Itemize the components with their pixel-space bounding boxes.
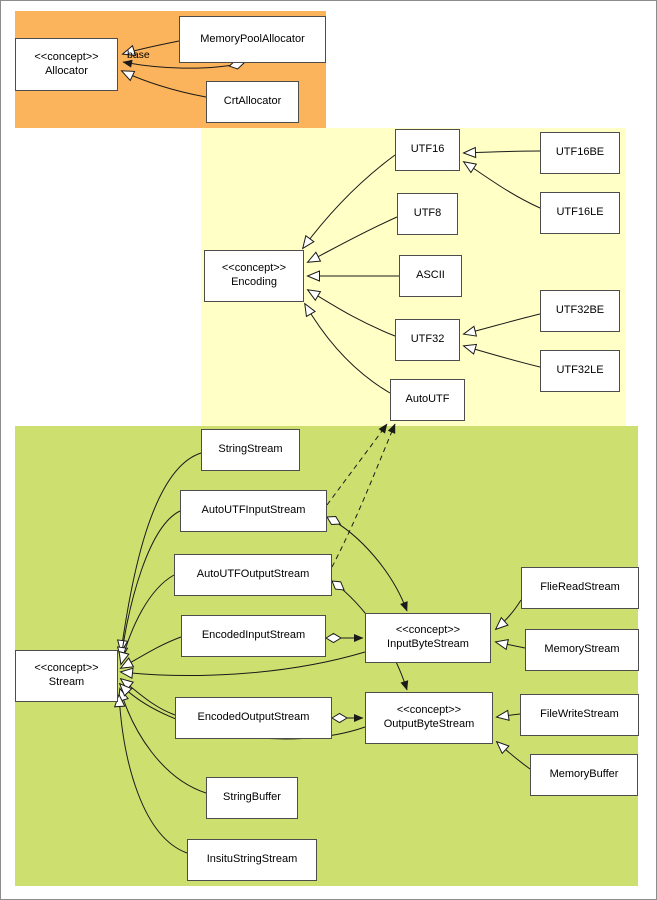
node-label: UTF16BE (555, 146, 605, 159)
node-label: UTF32 (410, 333, 445, 346)
node-fliereadstream: FlieReadStream (521, 567, 639, 609)
node-label: Encoding (231, 276, 277, 288)
node-inputbytestream: <<concept>> InputByteStream (365, 613, 491, 663)
node-utf8: UTF8 (397, 193, 458, 235)
node-label: StringBuffer (223, 791, 281, 804)
node-crtallocator: CrtAllocator (206, 81, 299, 123)
node-autoutfinputstream: AutoUTFInputStream (180, 490, 327, 532)
node-label: AutoUTFOutputStream (196, 568, 310, 581)
stereotype-label: <<concept>> (395, 624, 461, 637)
node-label: UTF16LE (556, 206, 604, 219)
node-utf32: UTF32 (395, 319, 460, 361)
node-label: AutoUTFInputStream (201, 504, 306, 517)
node-outputbytestream: <<concept>> OutputByteStream (365, 692, 493, 744)
node-label: MemoryStream (544, 643, 620, 656)
node-label: FlieReadStream (540, 581, 620, 594)
stereotype-label: <<concept>> (34, 662, 99, 675)
node-label: InsituStringStream (206, 853, 298, 866)
node-utf16be: UTF16BE (540, 132, 620, 174)
stereotype-label: <<concept>> (34, 50, 99, 63)
node-memorypoolallocator: MemoryPoolAllocator (179, 16, 326, 63)
node-memorybuffer: MemoryBuffer (530, 754, 638, 796)
stereotype-label: <<concept>> (221, 262, 287, 275)
node-autoutf: AutoUTF (390, 379, 465, 421)
node-encodedoutputstream: EncodedOutputStream (175, 697, 332, 739)
node-label: FileWriteStream (540, 708, 619, 721)
node-insitustringstream: InsituStringStream (187, 839, 317, 881)
node-utf16le: UTF16LE (540, 192, 620, 234)
node-stream: <<concept>> Stream (15, 650, 118, 702)
node-label: UTF16 (410, 143, 445, 156)
node-utf32be: UTF32BE (540, 290, 620, 332)
node-label: MemoryBuffer (549, 768, 619, 781)
stereotype-label: <<concept>> (396, 704, 462, 717)
node-autoutfoutputstream: AutoUTFOutputStream (174, 554, 332, 596)
node-utf32le: UTF32LE (540, 350, 620, 392)
node-stringbuffer: StringBuffer (206, 777, 298, 819)
node-label: Allocator (45, 64, 88, 77)
node-label: AutoUTF (405, 393, 450, 406)
edge-label-base: base (127, 49, 150, 61)
node-label: InputByteStream (387, 638, 469, 650)
node-utf16: UTF16 (395, 129, 460, 171)
node-label: UTF32BE (555, 304, 605, 317)
node-allocator: <<concept>> Allocator (15, 38, 118, 91)
node-encodedinputstream: EncodedInputStream (181, 615, 326, 657)
node-filewritestream: FileWriteStream (520, 694, 639, 736)
node-label: EncodedOutputStream (197, 711, 310, 724)
node-label: UTF32LE (556, 364, 604, 377)
node-label: EncodedInputStream (201, 629, 306, 642)
node-label: Stream (48, 676, 85, 688)
node-stringstream: StringStream (201, 429, 300, 471)
node-label: StringStream (218, 443, 283, 456)
node-label: MemoryPoolAllocator (200, 32, 305, 45)
node-label: CrtAllocator (223, 95, 282, 108)
node-label: OutputByteStream (383, 718, 475, 730)
node-memorystream: MemoryStream (525, 629, 639, 671)
node-encoding: <<concept>> Encoding (204, 250, 304, 302)
node-ascii: ASCII (399, 255, 462, 297)
node-label: ASCII (416, 269, 445, 282)
node-label: UTF8 (413, 207, 442, 220)
